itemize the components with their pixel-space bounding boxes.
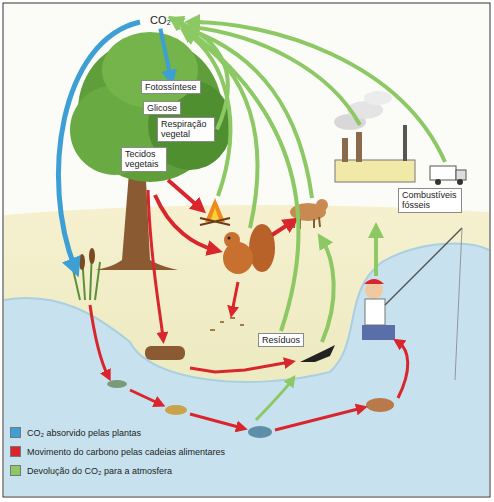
legend-text: Movimento do carbono pelas cadeias alime… (27, 447, 225, 457)
cycle-arrow (175, 20, 299, 331)
process-box: Glicose (143, 101, 181, 115)
cycle-arrow (160, 29, 170, 78)
process-box: Fotossíntese (141, 80, 201, 94)
legend-text: CO₂ absorvido pelas plantas (27, 428, 141, 438)
node-text: Glicose (147, 103, 177, 113)
atmosphere-label: CO₂ (148, 14, 173, 27)
process-box: Tecidos vegetais (121, 147, 167, 172)
process-box: Combustíveis fósseis (398, 188, 462, 213)
legend-row: CO₂ absorvido pelas plantas (10, 423, 225, 442)
cycle-arrow (175, 20, 228, 129)
legend-swatch (10, 427, 21, 438)
node-text: Fotossíntese (145, 82, 197, 92)
legend-row: Movimento do carbono pelas cadeias alime… (10, 442, 225, 461)
node-text: Tecidos vegetais (125, 149, 163, 170)
node-text: Respiração vegetal (161, 119, 211, 140)
legend-swatch (10, 465, 21, 476)
legend-row: Devolução do CO₂ para a atmosfera (10, 461, 225, 480)
legend-text: Devolução do CO₂ para a atmosfera (27, 466, 172, 476)
legend: CO₂ absorvido pelas plantasMovimento do … (10, 423, 225, 480)
node-text: CO₂ (150, 14, 171, 27)
legend-swatch (10, 446, 21, 457)
process-box: Respiração vegetal (157, 117, 215, 142)
node-text: Combustíveis fósseis (402, 190, 458, 211)
node-text: Resíduos (262, 335, 300, 345)
process-box: Resíduos (258, 333, 304, 347)
